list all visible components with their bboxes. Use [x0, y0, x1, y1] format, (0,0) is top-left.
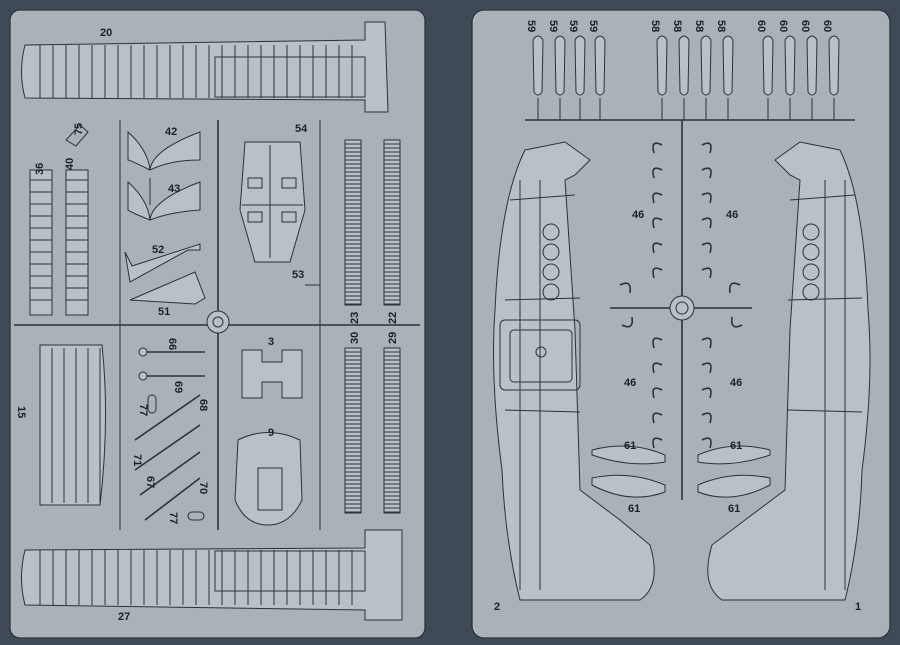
label-42: 42 — [165, 126, 177, 138]
label-61c: 61 — [730, 440, 742, 452]
label-54: 54 — [295, 123, 308, 135]
parts-61: 61 61 61 61 — [591, 440, 771, 515]
label-61d: 61 — [728, 503, 740, 515]
label-1: 1 — [855, 601, 861, 613]
blade-label-11: 60 — [799, 20, 811, 32]
blade-2: 59 — [547, 20, 566, 120]
label-68: 68 — [197, 399, 209, 411]
parts-22-23-29-30-racks: 23 22 30 29 — [344, 139, 401, 514]
blade-6: 58 — [671, 20, 690, 120]
label-30: 30 — [349, 332, 361, 344]
label-53: 53 — [292, 269, 304, 281]
label-46a: 46 — [632, 209, 644, 221]
label-77a: 77 — [137, 404, 149, 416]
sprue-sheet-left — [9, 9, 426, 639]
blade-3: 59 — [567, 20, 586, 120]
part-20-wing: 20 — [21, 21, 389, 113]
label-27: 27 — [118, 611, 130, 623]
part-54: 54 53 — [239, 123, 320, 286]
blade-5: 58 — [649, 20, 668, 120]
blade-label-10: 60 — [777, 20, 789, 32]
label-36: 36 — [34, 163, 46, 175]
label-46b: 46 — [726, 209, 738, 221]
blade-7: 58 — [693, 20, 712, 120]
part-15-panel: 15 — [15, 344, 107, 506]
parts-58-59-60-blades: 59 59 59 59 58 58 58 58 60 60 60 60 — [525, 20, 840, 120]
blade-label-6: 58 — [671, 20, 683, 32]
label-2: 2 — [494, 601, 500, 613]
blade-12: 60 — [821, 20, 840, 120]
label-46c: 46 — [624, 377, 636, 389]
parts-51-52: 52 51 — [124, 243, 206, 318]
label-20: 20 — [100, 27, 112, 39]
label-66: 66 — [166, 338, 178, 350]
parts-small-rods: 66 69 77 68 71 67 70 77 — [131, 338, 209, 524]
blade-label-4: 59 — [587, 20, 599, 32]
label-9: 9 — [268, 427, 274, 439]
label-69: 69 — [172, 381, 184, 393]
blade-9: 60 — [755, 20, 774, 120]
label-51: 51 — [158, 306, 170, 318]
label-23: 23 — [349, 312, 361, 324]
label-40: 40 — [64, 158, 76, 170]
parts-46-hooks — [619, 142, 743, 449]
blade-label-9: 60 — [755, 20, 767, 32]
label-77b: 77 — [167, 512, 179, 524]
label-46d: 46 — [730, 377, 742, 389]
label-67: 67 — [144, 476, 156, 488]
part-1-fuselage-right: 1 — [707, 141, 871, 613]
blade-11: 60 — [799, 20, 818, 120]
blade-label-3: 59 — [567, 20, 579, 32]
blade-1: 59 — [525, 20, 544, 120]
label-71: 71 — [131, 454, 143, 466]
blade-8: 58 — [715, 20, 734, 120]
blade-label-12: 60 — [821, 20, 833, 32]
parts-3-9: 3 9 — [234, 336, 303, 526]
label-61b: 61 — [628, 503, 640, 515]
blade-label-1: 59 — [525, 20, 537, 32]
blade-label-8: 58 — [715, 20, 727, 32]
label-29: 29 — [387, 332, 399, 344]
label-15: 15 — [15, 406, 27, 418]
label-61a: 61 — [624, 440, 636, 452]
label-75: 75 — [73, 123, 85, 135]
label-70: 70 — [197, 482, 209, 494]
blade-label-2: 59 — [547, 20, 559, 32]
parts-36-40-ladders: 36 40 75 — [29, 123, 89, 316]
label-43: 43 — [168, 183, 180, 195]
label-22: 22 — [387, 312, 399, 324]
blade-label-5: 58 — [649, 20, 661, 32]
parts-42-43: 42 43 — [127, 126, 201, 221]
label-3: 3 — [268, 336, 274, 348]
blade-10: 60 — [777, 20, 796, 120]
part-2-fuselage-left: 2 — [493, 141, 655, 613]
blade-4: 59 — [587, 20, 606, 120]
part-27-wing: 27 — [21, 529, 403, 623]
label-52: 52 — [152, 244, 164, 256]
blade-label-7: 58 — [693, 20, 705, 32]
